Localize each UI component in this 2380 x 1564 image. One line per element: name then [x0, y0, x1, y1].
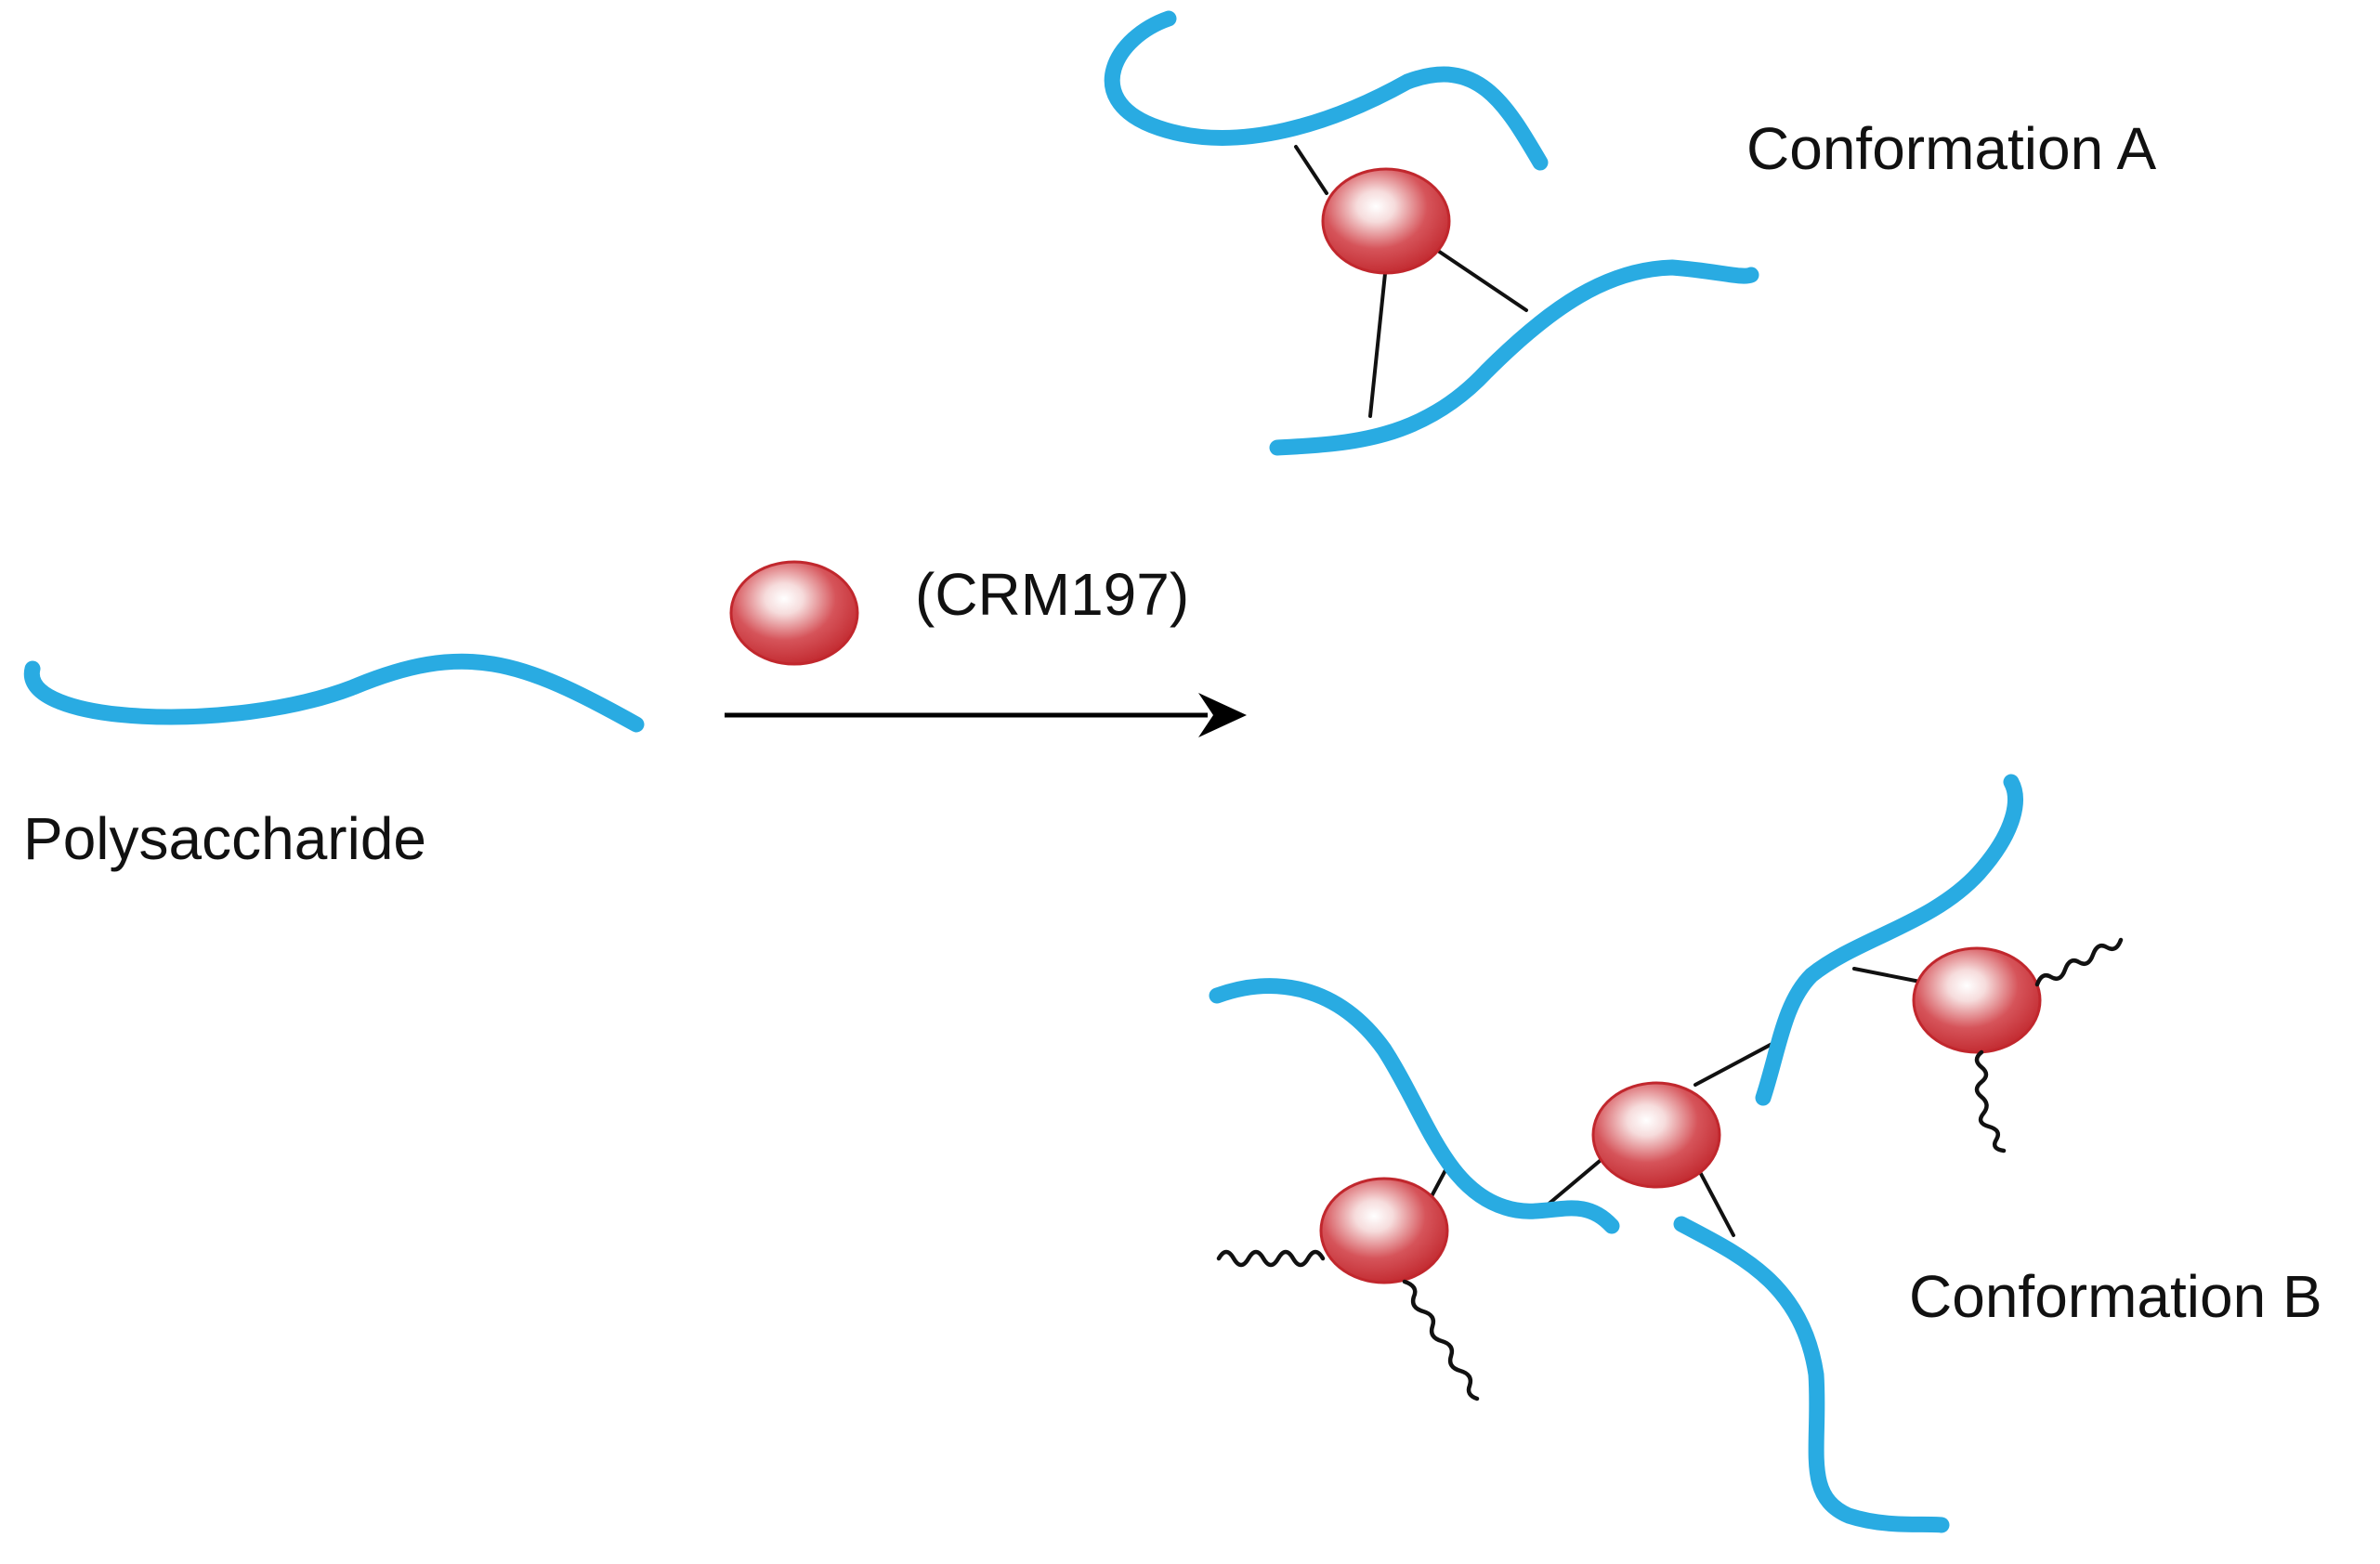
conformation-a	[1104, 10, 1759, 456]
protein-sphere	[1912, 946, 2042, 1054]
polysaccharide-strand	[1209, 978, 1620, 1234]
conformation-b-label: Conformation B	[1909, 1263, 2322, 1330]
linker	[1545, 1154, 1607, 1207]
crm197-protein-sphere	[729, 560, 859, 666]
linker	[1698, 1170, 1735, 1237]
linker	[1852, 967, 1927, 984]
polysaccharide-strand	[1269, 259, 1759, 456]
reaction-arrow	[725, 693, 1247, 737]
polysaccharide-strand	[1104, 10, 1549, 171]
linker	[1693, 1038, 1781, 1087]
reaction-arrow-head	[1198, 693, 1247, 737]
protein-sphere	[1319, 1177, 1449, 1284]
wavy-tail	[2034, 937, 2124, 987]
linker	[1429, 1168, 1447, 1200]
polysaccharide-strand	[1755, 774, 2023, 1106]
protein-sphere	[1321, 167, 1451, 275]
linker	[1294, 145, 1328, 195]
linker	[1433, 247, 1528, 312]
wavy-tail	[1216, 1249, 1326, 1268]
polysaccharide-strand	[1673, 1216, 1950, 1533]
conformation-b	[1209, 774, 2124, 1533]
conformation-a-label: Conformation A	[1746, 115, 2156, 182]
polysaccharide-label: Polysaccharide	[23, 805, 426, 872]
polysaccharide-strand	[24, 653, 645, 733]
wavy-tail	[1974, 1049, 2007, 1153]
wavy-tail	[1402, 1279, 1480, 1401]
protein-sphere	[1591, 1081, 1721, 1189]
crm197-label: (CRM197)	[915, 561, 1189, 628]
linker	[1368, 263, 1388, 418]
